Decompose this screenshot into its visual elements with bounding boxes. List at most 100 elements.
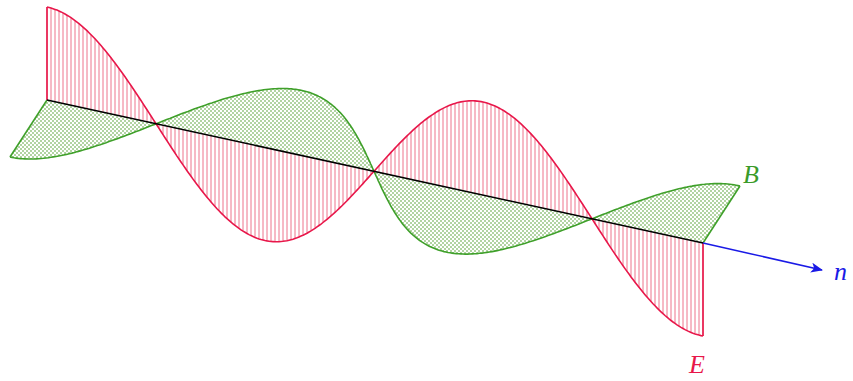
e-hatch [235, 141, 236, 225]
e-hatch [199, 133, 200, 187]
e-hatch [195, 132, 196, 182]
e-hatch [615, 224, 616, 254]
e-hatch [487, 103, 488, 196]
e-hatch [183, 130, 184, 165]
e-hatch [511, 116, 512, 202]
e-hatch [439, 111, 440, 186]
e-hatch [559, 169, 560, 212]
e-hatch [687, 240, 688, 331]
e-hatch [331, 162, 332, 216]
e-hatch [339, 164, 340, 209]
e-hatch [91, 35, 92, 110]
e-hatch [471, 101, 472, 193]
e-hatch [243, 143, 244, 231]
e-hatch [311, 158, 312, 231]
e-hatch [547, 153, 548, 209]
e-hatch [139, 97, 140, 120]
e-hatch [79, 24, 80, 107]
e-hatch [251, 144, 252, 235]
e-hatch [631, 227, 632, 277]
e-hatch [275, 150, 276, 242]
e-hatch [343, 165, 344, 205]
e-hatch [315, 158, 316, 228]
e-hatch [499, 108, 500, 199]
e-hatch [431, 116, 432, 184]
e-hatch [639, 229, 640, 287]
e-hatch [455, 103, 456, 189]
e-hatch [427, 119, 428, 183]
direction-label: n [834, 259, 847, 285]
e-hatch [295, 154, 296, 238]
e-hatch [259, 146, 260, 239]
e-hatch [479, 101, 480, 194]
e-hatch [99, 43, 100, 111]
e-hatch [387, 157, 388, 174]
e-hatch [619, 225, 620, 260]
e-hatch [399, 144, 400, 177]
e-hatch [603, 221, 604, 236]
e-hatch [527, 130, 528, 205]
e-hatch [359, 168, 360, 188]
e-hatch [111, 58, 112, 114]
e-hatch [171, 127, 172, 147]
b-field-label: B [743, 162, 759, 188]
e-hatch [467, 101, 468, 192]
e-hatch [623, 226, 624, 266]
e-hatch [291, 153, 292, 240]
e-hatch [563, 175, 564, 213]
e-hatch [551, 158, 552, 210]
e-hatch [403, 140, 404, 178]
e-hatch [303, 156, 304, 235]
e-hatch [55, 9, 56, 101]
e-hatch [103, 48, 104, 112]
e-hatch [95, 39, 96, 111]
e-hatch [351, 166, 352, 196]
e-hatch [667, 235, 668, 317]
e-hatch [523, 126, 524, 204]
e-hatch [419, 125, 420, 181]
e-hatch [71, 18, 72, 105]
e-hatch [647, 231, 648, 297]
e-hatch [535, 138, 536, 206]
e-hatch [131, 86, 132, 119]
e-hatch [543, 148, 544, 208]
e-hatch [267, 148, 268, 241]
e-hatch [203, 134, 204, 192]
e-hatch [463, 102, 464, 191]
e-hatch [567, 181, 568, 214]
e-hatch [87, 31, 88, 109]
e-hatch [323, 160, 324, 222]
e-hatch [255, 145, 256, 237]
e-hatch [495, 106, 496, 198]
e-hatch [67, 15, 68, 104]
e-hatch [271, 149, 272, 242]
e-hatch [607, 222, 608, 242]
e-hatch [383, 161, 384, 173]
e-hatch [283, 151, 284, 241]
e-hatch [423, 122, 424, 182]
e-hatch [307, 157, 308, 233]
e-hatch [135, 91, 136, 119]
e-hatch [571, 187, 572, 215]
e-hatch [355, 167, 356, 192]
e-hatch [459, 102, 460, 189]
e-hatch [211, 136, 212, 202]
e-hatch [451, 105, 452, 188]
e-hatch [519, 122, 520, 203]
e-hatch [475, 101, 476, 193]
e-hatch [491, 104, 492, 196]
e-hatch [287, 152, 288, 240]
e-hatch [119, 68, 120, 115]
e-hatch [659, 233, 660, 309]
e-hatch [635, 228, 636, 282]
e-hatch [575, 193, 576, 216]
e-hatch [327, 161, 328, 219]
e-field-curve [47, 7, 703, 336]
e-hatch [655, 233, 656, 306]
e-hatch [223, 138, 224, 214]
e-hatch [347, 165, 348, 200]
e-hatch [579, 199, 580, 216]
e-hatch [391, 152, 392, 175]
e-hatch [683, 239, 684, 329]
